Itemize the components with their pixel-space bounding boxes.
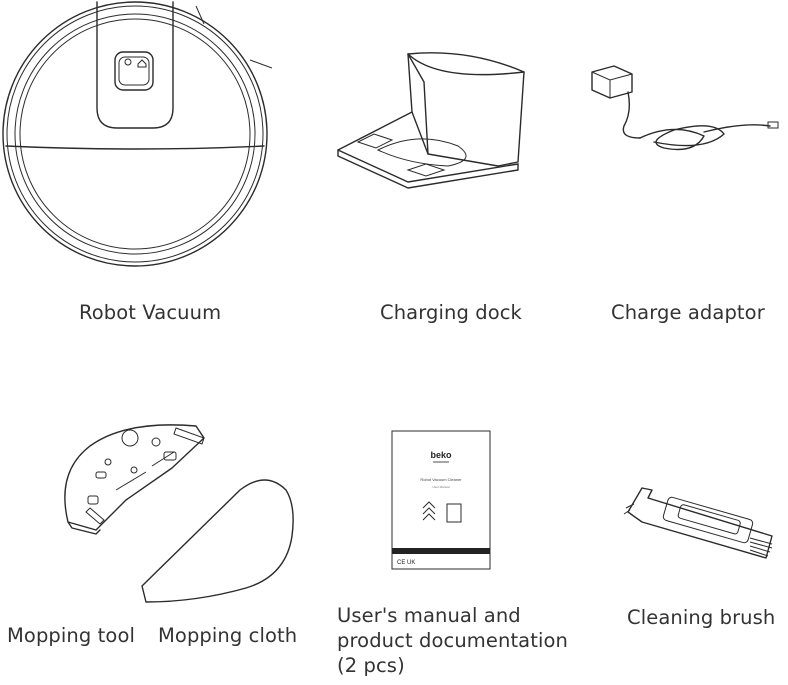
charging-dock-illustration	[328, 42, 548, 192]
robot-vacuum-label: Robot Vacuum	[79, 301, 222, 324]
cleaning-brush-label: Cleaning brush	[627, 606, 776, 629]
charge-adaptor-label: Charge adaptor	[611, 301, 765, 324]
mopping-cloth-label: Mopping cloth	[158, 624, 298, 647]
manual-label-line2: product documentation	[337, 629, 568, 652]
mopping-cloth-illustration	[136, 476, 298, 606]
manual-brand: beko	[430, 450, 452, 460]
charge-adaptor-illustration	[584, 62, 784, 162]
charging-dock-label: Charging dock	[380, 301, 522, 324]
manual-title: Robot Vacuum Cleaner	[420, 477, 462, 482]
user-manual-illustration: beko Robot Vacuum Cleaner User Manual CE…	[391, 430, 491, 570]
manual-marks: CE UK	[397, 560, 415, 566]
manual-subtitle: User Manual	[432, 485, 449, 489]
cleaning-brush-illustration	[622, 484, 786, 560]
mopping-tool-illustration	[56, 412, 216, 536]
robot-vacuum-illustration	[0, 0, 272, 272]
manual-label-line3: (2 pcs)	[337, 654, 405, 677]
manual-label-line1: User's manual and	[337, 604, 521, 627]
mopping-tool-label: Mopping tool	[7, 624, 135, 647]
